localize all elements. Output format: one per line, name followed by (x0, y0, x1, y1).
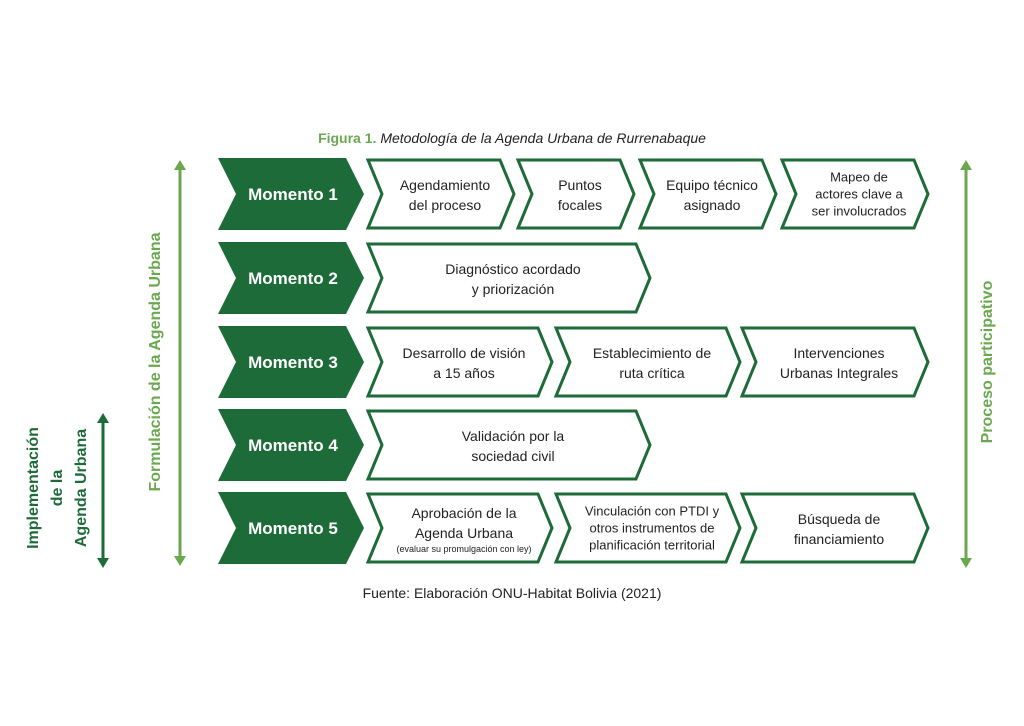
step-label: Validación por la (462, 428, 565, 444)
participatory-arrow-head-down (960, 558, 972, 568)
step-label: planificación territorial (589, 538, 715, 553)
figure-title: Metodología de la Agenda Urbana de Rurre… (380, 130, 706, 146)
figure-label: Figura 1. (318, 130, 377, 146)
moment-chevron (218, 326, 364, 398)
step-label: Diagnóstico acordado (445, 261, 581, 277)
step-chevron (553, 492, 742, 564)
moment-label: Momento 3 (248, 353, 338, 372)
step-chevron (779, 158, 930, 230)
implementation-arrow-head-down (97, 558, 109, 568)
step-label: Establecimiento de (593, 345, 712, 361)
participatory-arrow-head-up (960, 160, 972, 170)
figure-caption: Figura 1. Metodología de la Agenda Urban… (0, 130, 1024, 146)
step-chevron (553, 326, 742, 398)
implementation-label: de la (49, 470, 66, 507)
step-label: Mapeo de (830, 170, 888, 185)
step-chevron (365, 158, 516, 230)
moment-label: Momento 2 (248, 269, 338, 288)
step-label: actores clave a (815, 187, 903, 202)
step-chevron (365, 492, 554, 564)
step-chevron (365, 326, 554, 398)
moment-chevron (218, 492, 364, 564)
moment-chevron (218, 242, 364, 314)
moment-chevron (218, 158, 364, 230)
step-label: ser involucrados (812, 204, 907, 219)
implementation-arrow-head-up (97, 413, 109, 423)
step-label: Urbanas Integrales (780, 365, 898, 381)
step-label: asignado (684, 197, 741, 213)
step-label: focales (558, 197, 602, 213)
step-chevron (637, 158, 778, 230)
moment-label: Momento 5 (248, 519, 338, 538)
moment-label: Momento 4 (248, 436, 338, 455)
step-label: otros instrumentos de (589, 521, 714, 536)
participatory-label: Proceso participativo (979, 280, 996, 443)
formulation-label: Formulación de la Agenda Urbana (147, 232, 164, 491)
step-chevron (365, 242, 652, 314)
formulation-arrow-head-up (174, 160, 186, 170)
step-label: Intervenciones (793, 345, 884, 361)
step-chevron (515, 158, 636, 230)
moment-label: Momento 1 (248, 185, 338, 204)
step-note: (evaluar su promulgación con ley) (396, 544, 531, 554)
step-label: Desarrollo de visión (403, 345, 526, 361)
step-label: Búsqueda de (798, 511, 881, 527)
step-chevron (739, 492, 930, 564)
step-label: y priorización (472, 281, 554, 297)
implementation-label: Agenda Urbana (73, 429, 90, 547)
step-label: sociedad civil (471, 448, 554, 464)
step-label: a 15 años (433, 365, 495, 381)
step-label: Equipo técnico (666, 177, 758, 193)
moment-chevron (218, 409, 364, 481)
step-label: Puntos (558, 177, 602, 193)
step-label: Vinculación con PTDI y (585, 504, 720, 519)
step-label: del proceso (409, 197, 482, 213)
source-note: Fuente: Elaboración ONU-Habitat Bolivia … (362, 585, 662, 601)
formulation-arrow-head-down (174, 556, 186, 566)
step-label: financiamiento (794, 531, 884, 547)
step-chevron (739, 326, 930, 398)
step-label: Agendamiento (400, 177, 491, 193)
step-label: ruta crítica (619, 365, 685, 381)
implementation-label: Implementación (25, 427, 42, 549)
step-label: Aprobación de la (411, 505, 516, 521)
step-label: Agenda Urbana (415, 525, 513, 541)
step-chevron (365, 409, 652, 481)
